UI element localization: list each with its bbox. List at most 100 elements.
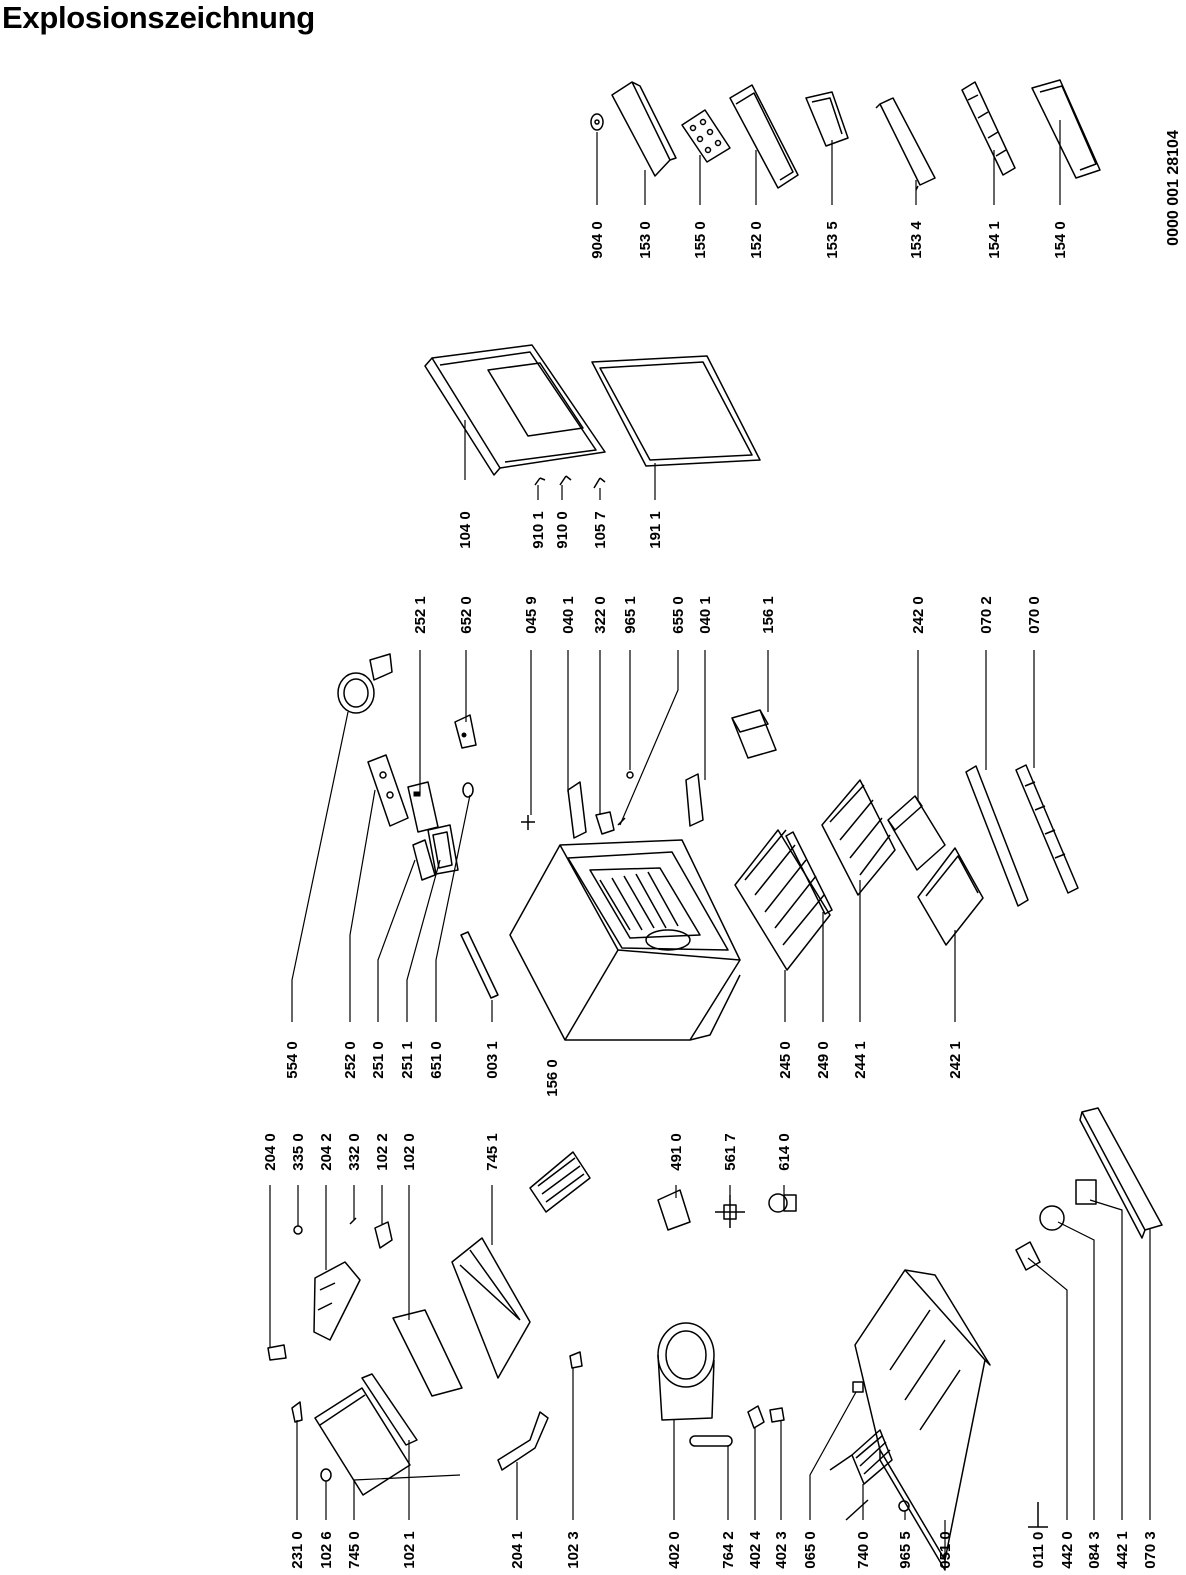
label-204-1: 204 1 <box>509 1531 526 1569</box>
label-102-0: 102 0 <box>401 1133 418 1171</box>
part-904-0-drawing <box>590 113 604 131</box>
part-191-1-drawing <box>591 355 761 467</box>
label-003-1: 003 1 <box>484 1041 501 1079</box>
part-651-0-drawing <box>462 782 474 798</box>
label-402-0: 402 0 <box>666 1531 683 1569</box>
label-442-0: 442 0 <box>1059 1531 1076 1569</box>
part-065-0-drawing <box>852 1381 864 1393</box>
part-252-1-drawing <box>407 781 439 833</box>
label-561-7: 561 7 <box>722 1133 739 1171</box>
part-156-1-drawing <box>731 709 777 759</box>
label-191-1: 191 1 <box>647 511 664 549</box>
label-102-2: 102 2 <box>374 1133 391 1171</box>
label-745-0: 745 0 <box>346 1531 363 1569</box>
part-153-0-drawing <box>611 81 677 177</box>
part-442-1-drawing <box>1075 1179 1097 1205</box>
page-title: Explosionszeichnung <box>2 0 315 35</box>
document-number: 0000 001 28104 <box>1165 130 1182 246</box>
label-070-3: 070 3 <box>1142 1531 1159 1569</box>
label-070-2: 070 2 <box>978 596 995 634</box>
part-102-3-drawing <box>569 1351 583 1369</box>
part-745-0-drawing <box>314 1387 411 1496</box>
label-904-0: 904 0 <box>589 221 606 259</box>
label-245-0: 245 0 <box>777 1041 794 1079</box>
label-322-0: 322 0 <box>592 596 609 634</box>
part-051-0-base-drawing <box>854 1269 991 1571</box>
label-231-0: 231 0 <box>289 1531 306 1569</box>
part-242-1-drawing <box>917 847 984 946</box>
label-335-0: 335 0 <box>290 1133 307 1171</box>
label-655-0: 655 0 <box>670 596 687 634</box>
label-554-0: 554 0 <box>284 1041 301 1079</box>
label-104-0: 104 0 <box>457 511 474 549</box>
part-335-0-drawing <box>293 1225 303 1235</box>
label-153-5: 153 5 <box>824 221 841 259</box>
label-011-0: 011 0 <box>1030 1532 1047 1569</box>
label-153-4: 153 4 <box>908 221 925 259</box>
label-252-1: 252 1 <box>412 596 429 634</box>
label-204-2: 204 2 <box>318 1133 335 1171</box>
part-153-5-drawing <box>805 91 849 147</box>
part-554-0-drawing <box>337 653 393 714</box>
part-244-1-drawing <box>821 779 896 896</box>
label-402-4: 402 4 <box>747 1531 764 1569</box>
label-242-0: 242 0 <box>910 596 927 634</box>
label-491-0: 491 0 <box>668 1133 685 1171</box>
label-102-1: 102 1 <box>401 1531 418 1569</box>
part-070-2-drawing <box>965 765 1029 907</box>
part-204-1-drawing <box>497 1411 549 1471</box>
label-040-1-b: 040 1 <box>697 596 714 634</box>
part-154-1-drawing <box>961 81 1016 176</box>
label-251-1: 251 1 <box>399 1041 416 1079</box>
label-040-1-a: 040 1 <box>560 596 577 634</box>
part-242-0-drawing <box>887 795 946 871</box>
part-102-2-drawing <box>374 1221 393 1249</box>
label-242-1: 242 1 <box>947 1041 964 1079</box>
part-003-1-drawing <box>460 931 499 999</box>
label-065-0: 065 0 <box>802 1531 819 1569</box>
part-152-0-drawing <box>729 84 799 189</box>
label-910-0: 910 0 <box>554 511 571 549</box>
part-251-0-drawing <box>412 839 436 881</box>
part-154-0-drawing <box>1031 79 1101 179</box>
label-105-7: 105 7 <box>592 511 609 549</box>
hinges-040-drawing <box>567 773 704 839</box>
part-153-4-drawing <box>875 97 936 191</box>
label-204-0: 204 0 <box>262 1133 279 1171</box>
part-402-4-drawing <box>747 1405 765 1429</box>
label-910-1: 910 1 <box>530 511 547 549</box>
part-442-0-drawing <box>1015 1241 1041 1271</box>
part-965-1-drawing <box>626 771 634 779</box>
label-442-1: 442 1 <box>1114 1531 1131 1569</box>
part-070-0-drawing <box>1015 764 1079 894</box>
label-651-0: 651 0 <box>428 1041 445 1079</box>
label-154-0: 154 0 <box>1052 221 1069 259</box>
label-156-0: 156 0 <box>544 1059 561 1097</box>
label-153-0: 153 0 <box>637 221 654 259</box>
part-011-0-drawing <box>1028 1502 1048 1528</box>
label-252-0: 252 0 <box>342 1041 359 1079</box>
label-070-0: 070 0 <box>1026 596 1043 634</box>
part-204-0-drawing <box>267 1344 287 1361</box>
label-251-0: 251 0 <box>370 1041 387 1079</box>
part-102-1-drawing <box>361 1373 418 1446</box>
part-251-1-drawing <box>427 824 459 875</box>
part-070-3-drawing <box>1079 1107 1163 1239</box>
label-249-0: 249 0 <box>815 1041 832 1079</box>
part-245-0-drawing <box>734 829 831 971</box>
label-152-0: 152 0 <box>748 221 765 259</box>
label-614-0: 614 0 <box>776 1133 793 1171</box>
part-102-0-drawing <box>392 1309 463 1397</box>
part-652-0-drawing <box>454 714 477 749</box>
part-231-0-drawing <box>291 1401 303 1423</box>
part-740-0-condenser-drawing <box>829 1429 893 1521</box>
label-965-1: 965 1 <box>622 596 639 634</box>
part-332-0-drawing <box>349 1217 357 1225</box>
label-084-3: 084 3 <box>1086 1531 1103 1569</box>
label-965-5: 965 5 <box>897 1531 914 1569</box>
part-402-0-compressor-drawing <box>657 1322 715 1421</box>
part-745-1-drawing <box>451 1237 531 1379</box>
part-491-0-drawing <box>657 1189 691 1231</box>
part-402-3-drawing <box>769 1407 785 1423</box>
